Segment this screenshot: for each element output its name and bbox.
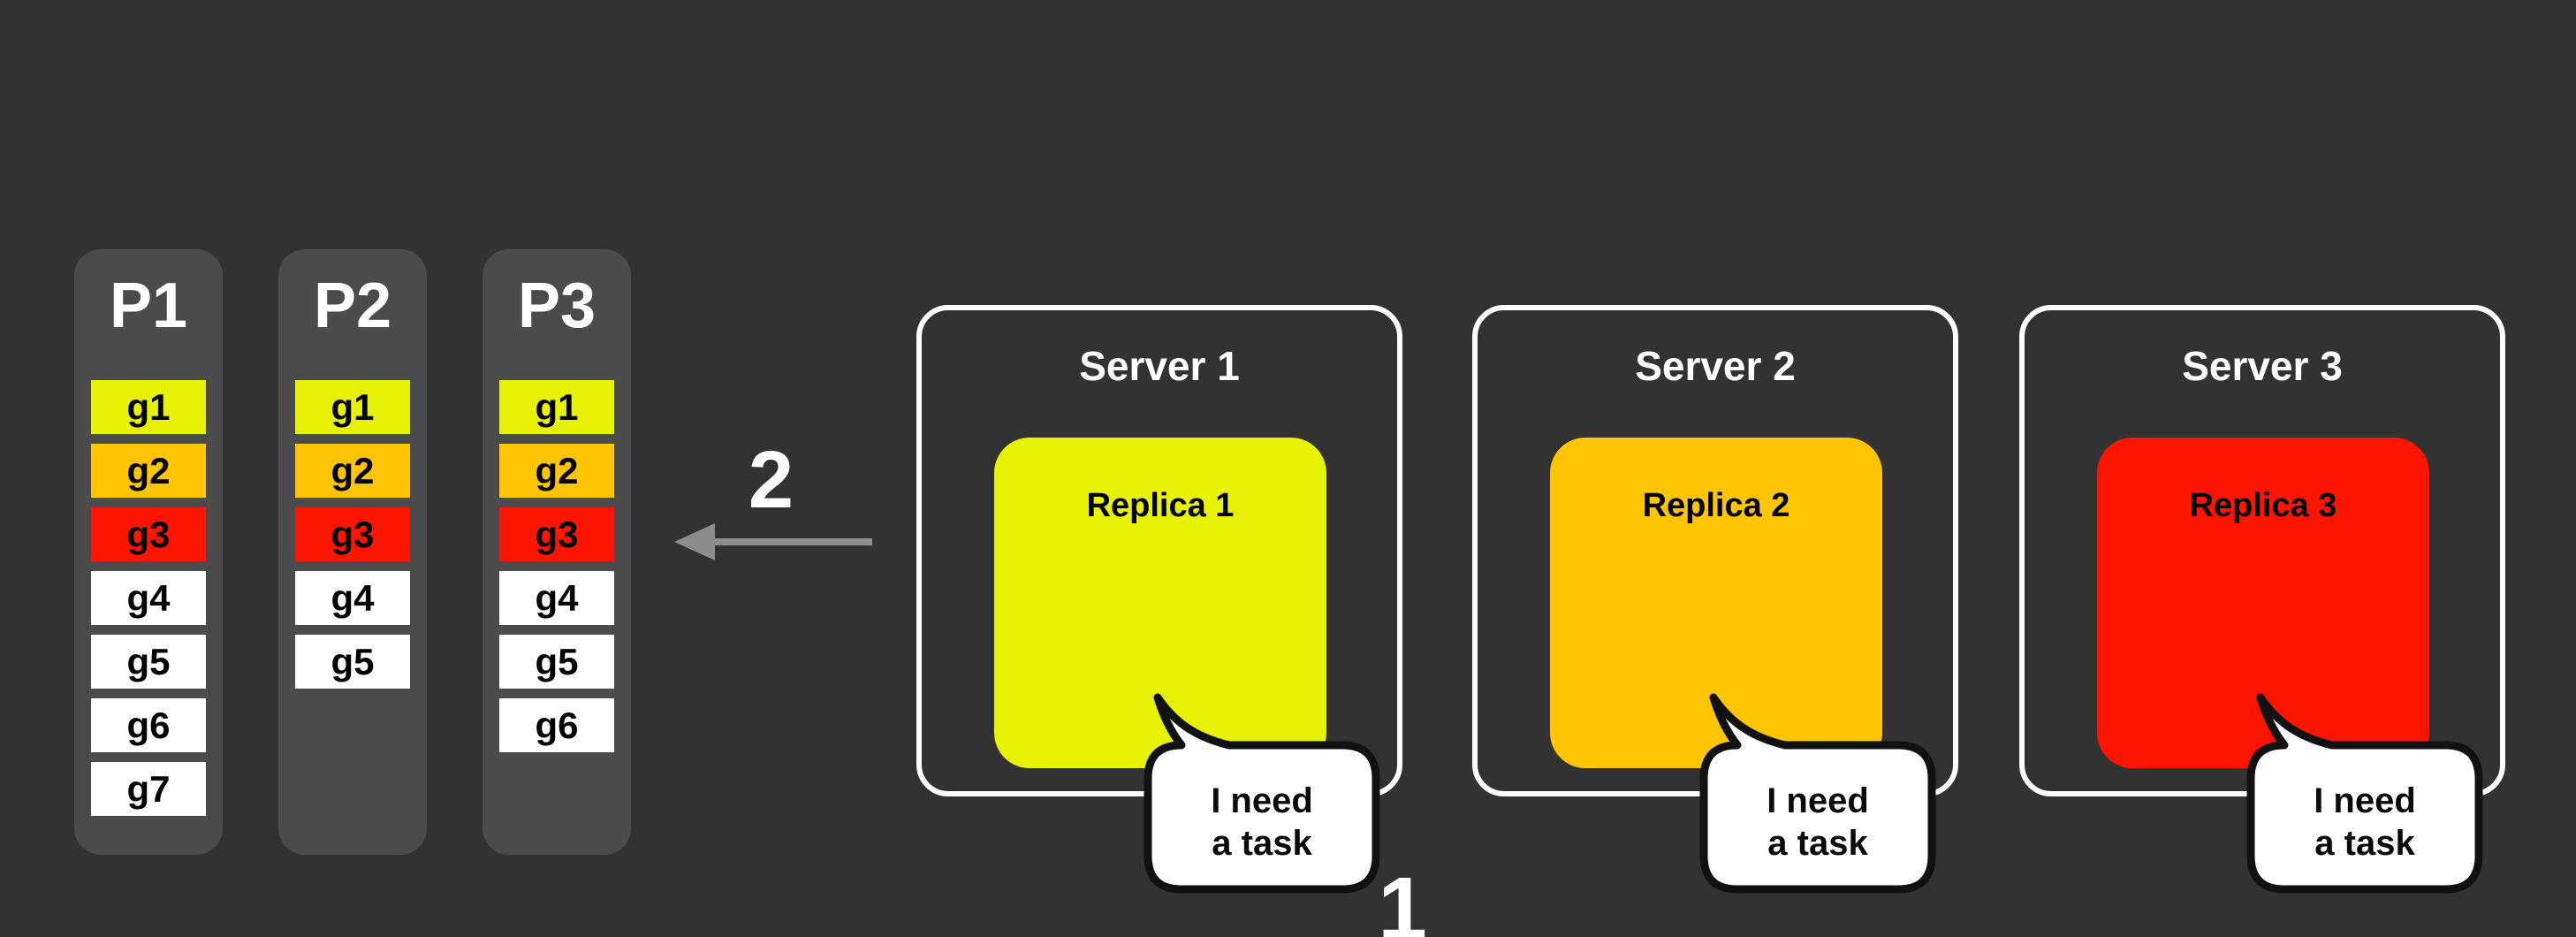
speech-bubble-icon [2246, 693, 2483, 894]
bubble-line-2: a task [1767, 823, 1868, 863]
replica-label: Replica 3 [2189, 487, 2337, 524]
arrow-head [674, 523, 715, 560]
partition-title: P1 [109, 270, 188, 341]
task-cell: g5 [295, 635, 410, 689]
speech-bubble-outline [1144, 693, 1380, 894]
task-cell: g3 [499, 507, 614, 561]
task-list: g1 g2 g3 g4 g5 [295, 380, 410, 689]
partition-title: P2 [313, 270, 392, 341]
server-title: Server 3 [2182, 343, 2343, 389]
task-cell: g1 [295, 380, 410, 434]
task-cell: g4 [295, 571, 410, 625]
bubble-line-2: a task [1212, 823, 1312, 863]
speech-bubble-icon [1699, 693, 1936, 894]
step-1-label: 1 [1378, 859, 1427, 937]
bubble-line-1: I need [1767, 781, 1869, 820]
replica-label: Replica 1 [1086, 487, 1235, 524]
task-list: g1 g2 g3 g4 g5 g6 g7 [91, 380, 206, 816]
task-cell: g5 [499, 635, 614, 689]
task-cell: g4 [499, 571, 614, 625]
speech-bubble-outline [2246, 693, 2483, 894]
speech-bubble-text: I need a task [1148, 745, 1376, 889]
server-title: Server 2 [1635, 343, 1796, 389]
bubble-line-1: I need [1211, 781, 1313, 820]
task-cell: g2 [499, 444, 614, 498]
speech-bubble-icon [1144, 693, 1380, 894]
task-cell: g3 [295, 507, 410, 561]
partition-title: P3 [517, 270, 597, 341]
task-cell: g6 [91, 698, 206, 752]
task-cell: g5 [91, 635, 206, 689]
task-cell: g1 [499, 380, 614, 434]
bubble-line-1: I need [2314, 781, 2416, 820]
task-cell: g2 [91, 444, 206, 498]
server-title: Server 1 [1079, 343, 1240, 389]
task-cell: g7 [91, 762, 206, 816]
task-cell: g4 [91, 571, 206, 625]
step-2-label: 2 [748, 435, 794, 525]
partition-p1: P1 g1 g2 g3 g4 g5 g6 g7 [74, 249, 223, 855]
partition-p2: P2 g1 g2 g3 g4 g5 [278, 249, 427, 855]
speech-bubble-outline [1699, 693, 1936, 894]
replica-label: Replica 2 [1642, 487, 1790, 524]
task-list: g1 g2 g3 g4 g5 g6 [499, 380, 614, 752]
speech-bubble-text: I need a task [2251, 745, 2479, 889]
task-cell: g6 [499, 698, 614, 752]
bubble-line-2: a task [2314, 823, 2415, 863]
partition-p3: P3 g1 g2 g3 g4 g5 g6 [483, 249, 631, 855]
arrow-left-icon [674, 523, 872, 560]
speech-bubble-text: I need a task [1704, 745, 1932, 889]
task-cell: g3 [91, 507, 206, 561]
task-cell: g1 [91, 380, 206, 434]
task-cell: g2 [295, 444, 410, 498]
